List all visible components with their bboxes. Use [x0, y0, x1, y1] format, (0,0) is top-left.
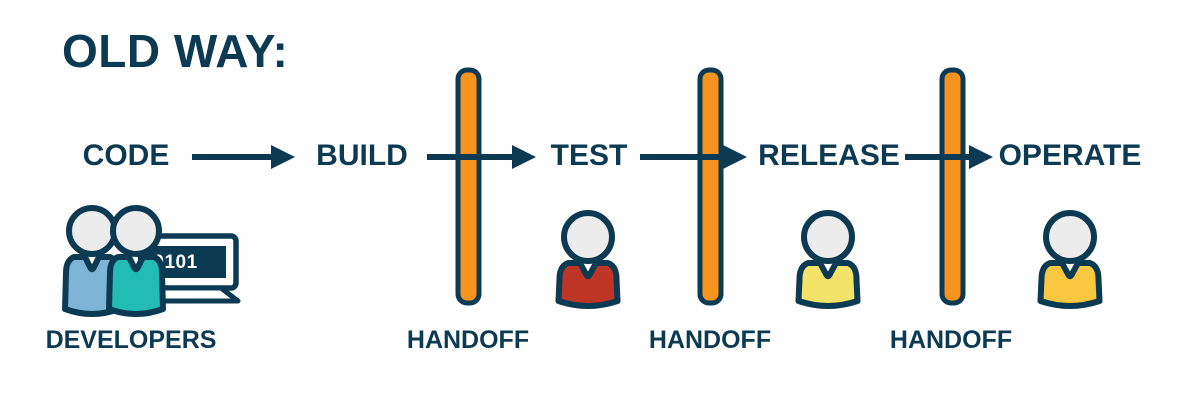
person-red-shirt-icon	[555, 210, 621, 309]
person-shirt	[106, 254, 166, 317]
handoff-wall-bar	[939, 67, 966, 306]
person-gold-shirt-icon	[1037, 210, 1103, 309]
stage-label-operate: OPERATE	[998, 139, 1142, 172]
developer-pair-with-laptop-icon: 10101	[62, 205, 241, 317]
person-head	[1043, 210, 1097, 264]
flow-arrows	[192, 145, 993, 169]
stage-label-code: CODE	[82, 139, 170, 172]
person-shirt	[555, 260, 621, 309]
developers-label: DEVELOPERS	[45, 326, 217, 354]
person-head	[801, 210, 855, 264]
developer-person-teal	[106, 205, 166, 317]
handoff-wall-bar	[455, 67, 482, 306]
handoff-label-2: HANDOFF	[648, 326, 772, 354]
person-shirt	[795, 260, 861, 309]
person-shirt	[1037, 260, 1103, 309]
arrow-right-icon	[192, 145, 295, 169]
handoff-wall-bar	[697, 67, 724, 306]
handoff-bars	[455, 67, 966, 306]
handoff-label-3: HANDOFF	[889, 326, 1013, 354]
handoff-label-1: HANDOFF	[406, 326, 530, 354]
stage-label-test: TEST	[550, 139, 628, 172]
person-head	[110, 205, 162, 257]
arrow-right-icon	[640, 145, 747, 169]
person-head	[561, 210, 615, 264]
arrow-right-icon	[427, 145, 536, 169]
arrow-right-icon	[905, 145, 993, 169]
person-yellow-shirt-icon	[795, 210, 861, 309]
page-title: OLD WAY:	[62, 25, 289, 77]
stage-label-release: RELEASE	[758, 139, 900, 172]
person-head	[66, 205, 118, 257]
stage-label-build: BUILD	[316, 139, 408, 172]
